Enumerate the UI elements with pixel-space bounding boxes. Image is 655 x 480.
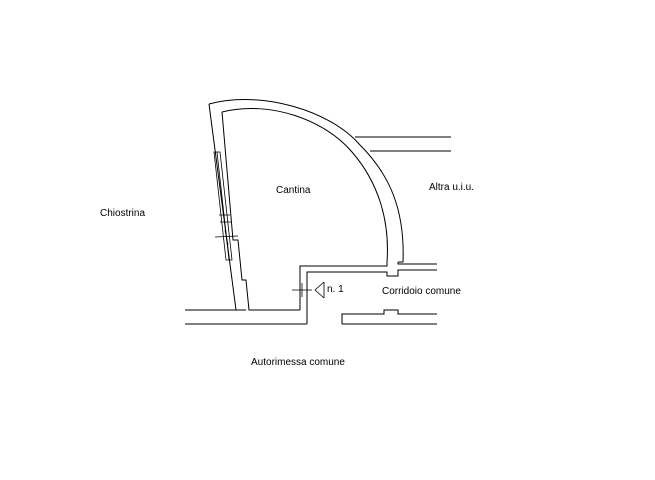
left-inner-wall (221, 111, 300, 311)
bottom-wall-left (185, 309, 307, 325)
room-outline (208, 98, 404, 311)
upper-right-wall (355, 136, 451, 152)
window-hatch (214, 229, 239, 246)
left-outer-wall (208, 103, 246, 311)
corridor-top-wall (397, 262, 437, 265)
room-label-corridoio: Corridoio comune (382, 286, 461, 297)
door-arrow (314, 281, 325, 299)
bottom-wall-right (341, 309, 437, 325)
room-label-cantina: Cantina (276, 185, 311, 196)
door-number-label: n. 1 (327, 284, 344, 295)
room-label-autorimessa: Autorimessa comune (251, 357, 345, 368)
door-symbol (292, 281, 325, 299)
room-label-chiostrina: Chiostrina (100, 208, 146, 219)
door-jamb (299, 262, 437, 324)
inner-curved-wall (221, 108, 388, 263)
outer-curved-wall (208, 98, 404, 263)
room-label-altra-uiu: Altra u.i.u. (429, 182, 475, 193)
corridor-walls (185, 136, 451, 325)
window-left (213, 151, 233, 261)
door-hatch (292, 283, 312, 297)
